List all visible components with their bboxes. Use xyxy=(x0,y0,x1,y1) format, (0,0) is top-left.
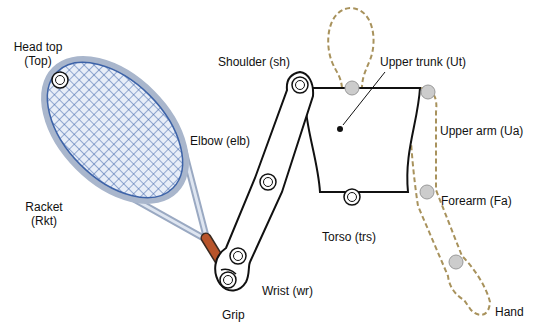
point-label: Head top (Top) xyxy=(10,40,66,68)
point-label: Grip xyxy=(222,308,245,322)
point-label: Shoulder (sh) xyxy=(218,55,290,69)
point-label: Wrist (wr) xyxy=(262,284,313,298)
point-label: Torso (trs) xyxy=(322,230,376,244)
segment-label: Upper arm (Ua) xyxy=(440,124,523,138)
point-label: Elbow (elb) xyxy=(190,134,250,148)
segment-label: Forearm (Fa) xyxy=(441,194,512,208)
upper-trunk-dot xyxy=(337,126,343,132)
head-outline xyxy=(328,8,373,88)
leader-line xyxy=(343,72,385,125)
marker-circles xyxy=(52,72,360,288)
point-label: Upper trunk (Ut) xyxy=(380,55,466,69)
racket-arm-outline xyxy=(215,72,313,291)
part-label: Racket (Rkt) xyxy=(16,200,72,228)
segment-label: Hand xyxy=(495,305,524,319)
